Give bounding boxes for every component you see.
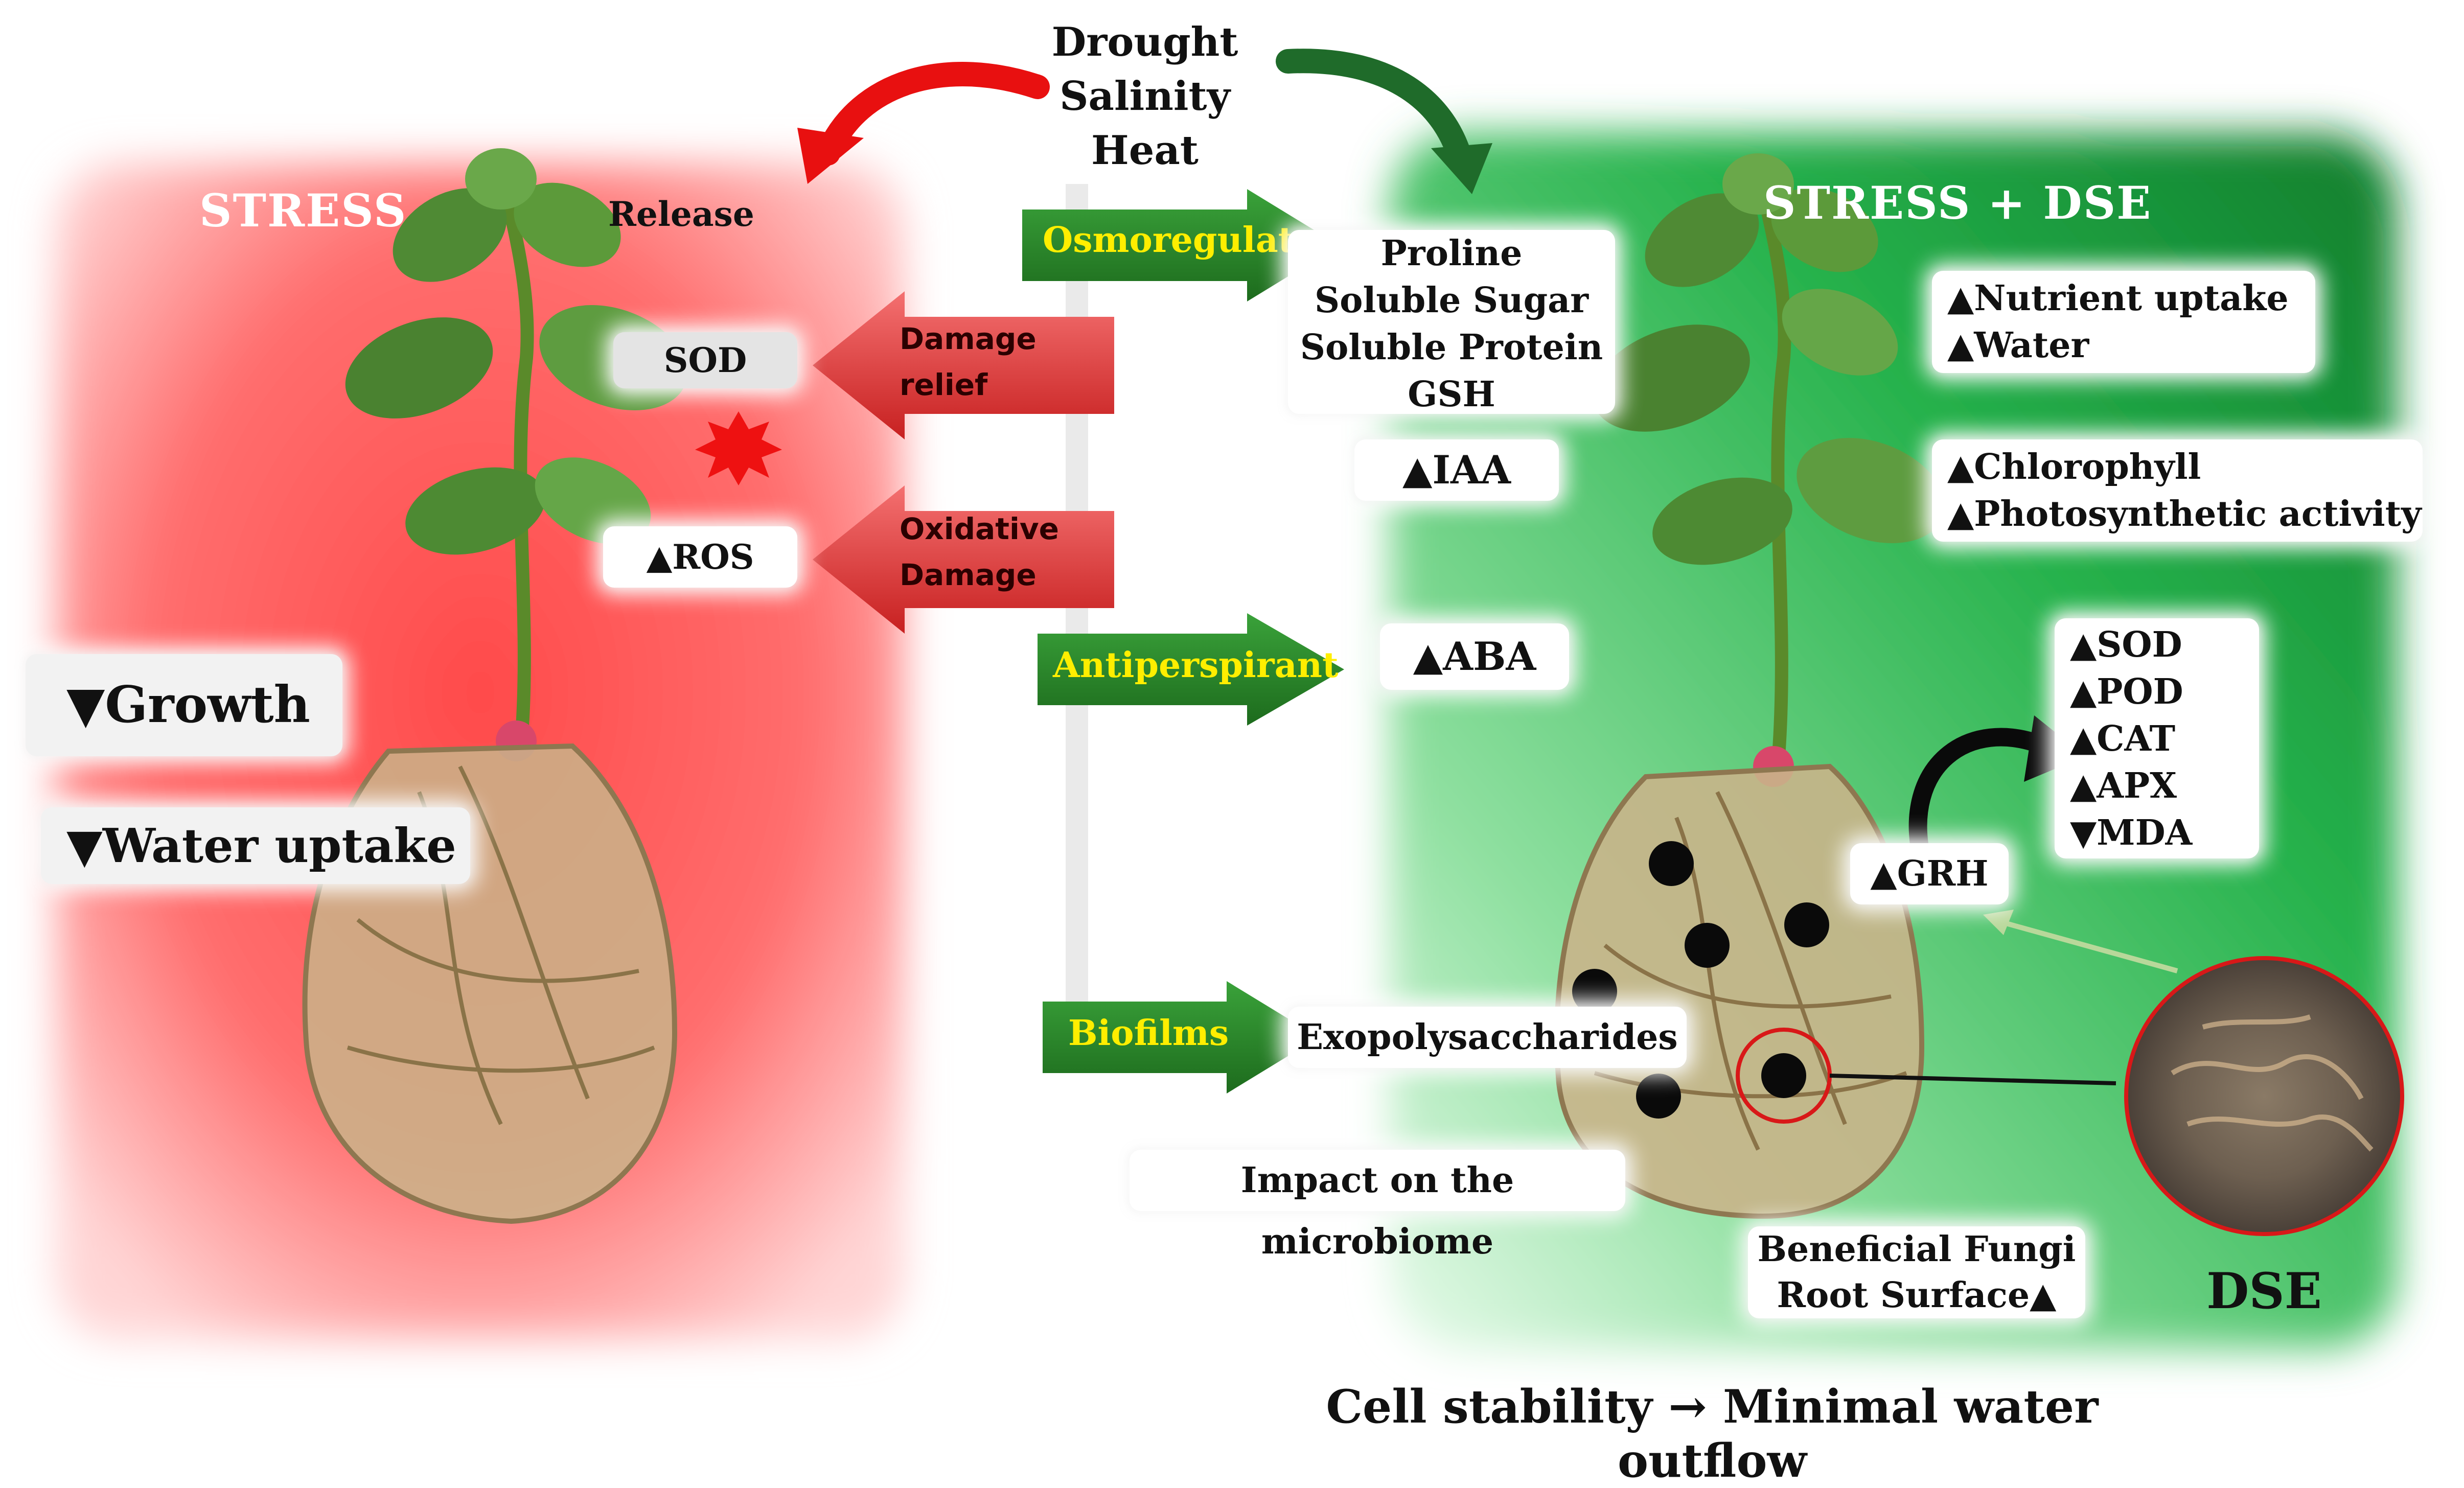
enzyme-item: ▲CAT xyxy=(2070,718,2176,759)
stressor-heat: Heat xyxy=(1091,127,1199,174)
enzyme-item: ▼MDA xyxy=(2070,812,2193,853)
right-roots-illustration xyxy=(1554,763,1925,1219)
stressor-salinity: Salinity xyxy=(1060,73,1230,120)
growth-box: ▼Growth xyxy=(26,654,342,756)
nutrient-uptake-item: ▲Nutrient uptake xyxy=(1947,278,2289,319)
enzyme-item: ▲SOD xyxy=(2070,624,2182,665)
dse-culture-icon xyxy=(2124,956,2404,1236)
beneficial-fungi-item: Beneficial Fungi xyxy=(1757,1229,2076,1270)
dse-to-grh-arrow xyxy=(1992,917,2178,973)
osmoregulators-arrow xyxy=(1022,189,1339,301)
fungal-dot xyxy=(1649,841,1694,886)
fungal-dot xyxy=(1572,969,1617,1014)
damage-relief-label: Damage relief xyxy=(900,321,1037,402)
osmolyte-item: Proline xyxy=(1380,233,1523,274)
left-plant-illustration xyxy=(345,148,687,761)
stressors-label: Drought Salinity Heat xyxy=(1032,15,1257,178)
iaa-box: ▲IAA xyxy=(1354,439,1559,501)
conclusion-text: Cell stability → Minimal water outflow xyxy=(1326,1380,2099,1488)
oxidative-damage-arrow xyxy=(813,485,1114,634)
aba-box: ▲ABA xyxy=(1380,623,1569,690)
release-label: Release xyxy=(608,194,754,234)
microbiome-box: Impact on the microbiome xyxy=(1130,1150,1625,1262)
chlorophyll-item: ▲Chlorophyll xyxy=(1947,447,2201,487)
exopolysaccharides-box: Exopolysaccharides xyxy=(1288,1007,1687,1068)
water-item: ▲Water xyxy=(1947,325,2089,366)
fungi-box: Beneficial Fungi Root Surface▲ xyxy=(1748,1226,2085,1318)
enzyme-item: ▲POD xyxy=(2070,671,2183,712)
center-divider xyxy=(1066,184,1088,1063)
dse-label: DSE xyxy=(2206,1262,2322,1320)
ros-burst-icon xyxy=(695,411,782,485)
dse-connector-line xyxy=(1829,1074,2116,1085)
nutrient-box: ▲Nutrient uptake ▲Water xyxy=(1932,271,2315,373)
osmolyte-item: Soluble Protein xyxy=(1300,327,1603,368)
dse-panel-title: STRESS + DSE xyxy=(1763,176,2152,229)
root-surface-item: Root Surface▲ xyxy=(1777,1275,2057,1316)
enzyme-item: ▲APX xyxy=(2070,765,2177,806)
enzymes-box: ▲SOD ▲POD ▲CAT ▲APX ▼MDA xyxy=(2055,618,2259,858)
diagram-graphics xyxy=(56,49,2404,1349)
photosynthetic-item: ▲Photosynthetic activity xyxy=(1947,494,2422,534)
grh-box: ▲GRH xyxy=(1850,843,2009,904)
osmolyte-item: GSH xyxy=(1408,374,1495,415)
right-plant-illustration xyxy=(1593,153,1945,787)
water-uptake-box: ▼Water uptake xyxy=(41,807,470,884)
dse-to-grh-arrowhead xyxy=(1983,910,2014,935)
diagram-canvas: Drought Salinity Heat STRESS Release SOD… xyxy=(26,15,2423,1488)
green-curved-arrow xyxy=(1276,49,1474,176)
oxidative-damage-label: Oxidative Damage xyxy=(900,511,1060,592)
biofilms-arrow xyxy=(1043,981,1319,1094)
osmolytes-box: Proline Soluble Sugar Soluble Protein GS… xyxy=(1288,230,1615,415)
damage-relief-arrow xyxy=(813,291,1114,439)
fungal-dot xyxy=(1636,1074,1681,1119)
fungal-dot xyxy=(1784,902,1829,947)
biofilms-label: Biofilms xyxy=(1068,1013,1229,1054)
sod-box: SOD xyxy=(613,332,797,388)
grh-curved-arrow xyxy=(1908,728,2048,861)
stressor-drought: Drought xyxy=(1051,19,1238,65)
fungal-dot xyxy=(1685,923,1730,968)
red-curved-arrow xyxy=(816,62,1050,166)
green-curved-arrowhead xyxy=(1431,143,1492,194)
chlorophyll-box: ▲Chlorophyll ▲Photosynthetic activity xyxy=(1932,439,2423,542)
antiperspirant-arrow xyxy=(1038,613,1344,726)
stress-panel-title: STRESS xyxy=(199,184,407,237)
fungal-dot xyxy=(1761,1053,1806,1098)
antiperspirant-label: Antiperspirant xyxy=(1053,645,1339,686)
osmolyte-item: Soluble Sugar xyxy=(1314,280,1589,321)
ros-box: ▲ROS xyxy=(603,526,797,588)
red-curved-arrowhead xyxy=(797,128,864,184)
